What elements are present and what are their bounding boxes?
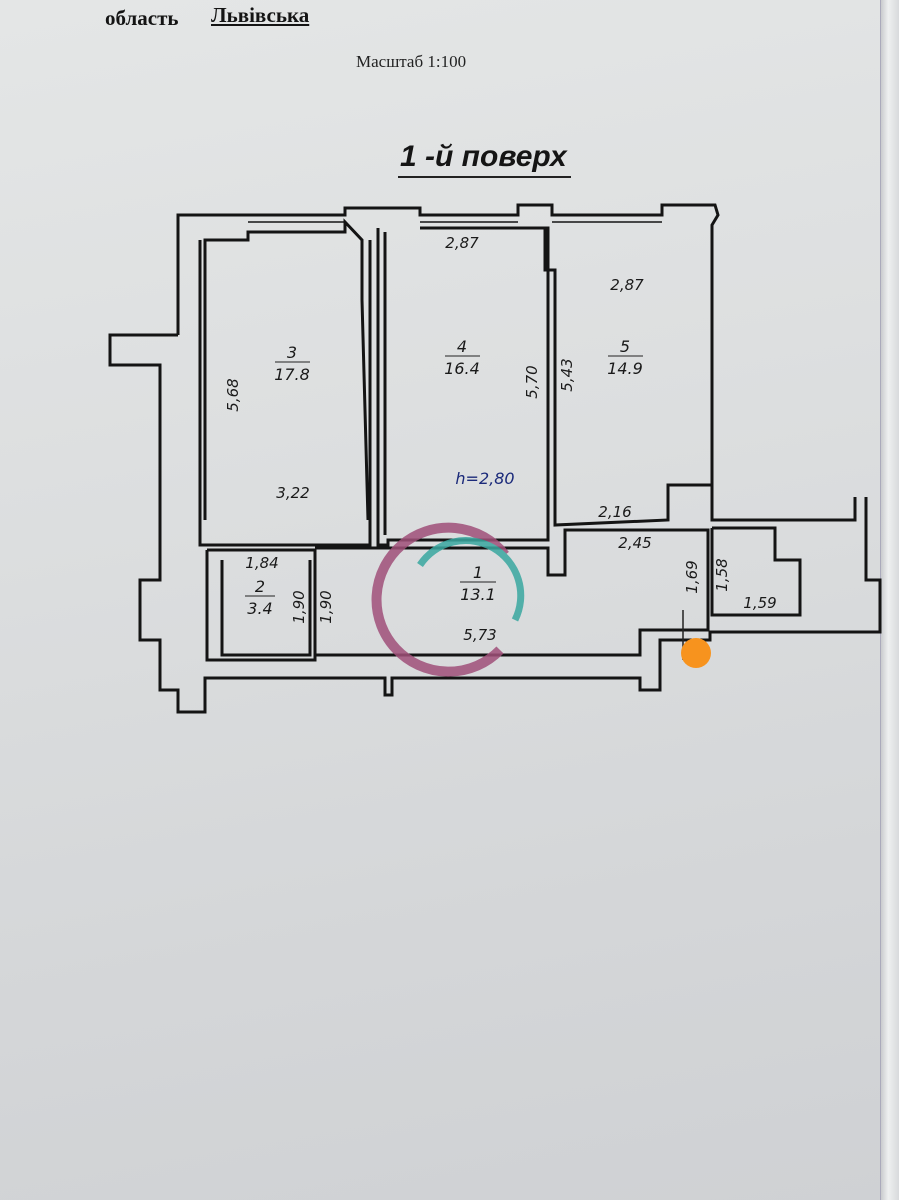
svg-text:16.4: 16.4 xyxy=(444,359,480,378)
svg-text:14.9: 14.9 xyxy=(607,359,643,378)
dim-r2-width: 1,84 xyxy=(245,554,278,572)
svg-text:2: 2 xyxy=(255,577,265,596)
dim-hall-width: 2,45 xyxy=(618,534,651,552)
room-1-label: 1 13.1 xyxy=(460,563,496,604)
svg-text:13.1: 13.1 xyxy=(460,585,496,604)
floor-title: 1 -й поверх xyxy=(398,140,571,178)
dim-r2-height-a: 1,90 xyxy=(290,590,308,623)
dim-r2-height-b: 1,90 xyxy=(317,590,335,623)
region-value: Львівська xyxy=(211,3,310,27)
dim-r5-width: 2,87 xyxy=(610,276,644,294)
dim-r4-width: 2,87 xyxy=(445,234,479,252)
svg-text:4: 4 xyxy=(457,337,467,356)
room-3-label: 3 17.8 xyxy=(274,343,310,384)
walls xyxy=(108,203,882,714)
dim-bath-width: 1,59 xyxy=(743,594,776,612)
watermark-logo xyxy=(371,522,525,677)
ceiling-height: h=2,80 xyxy=(455,469,514,488)
dim-bath-height: 1,58 xyxy=(713,558,731,591)
dim-r5-height: 5,43 xyxy=(558,358,576,391)
dim-r5-bottom: 2,16 xyxy=(598,503,631,521)
svg-text:17.8: 17.8 xyxy=(274,365,310,384)
svg-text:3: 3 xyxy=(287,343,297,362)
svg-text:5: 5 xyxy=(620,337,630,356)
dim-r3-width: 3,22 xyxy=(276,484,309,502)
svg-text:3.4: 3.4 xyxy=(247,599,272,618)
location-marker xyxy=(681,638,711,668)
scale-label: Масштаб 1:100 xyxy=(356,52,467,71)
dim-r4-height: 5,70 xyxy=(523,365,541,398)
room-2-label: 2 3.4 xyxy=(245,577,275,618)
dim-hall-height: 1,69 xyxy=(683,560,701,593)
dim-r1-length: 5,73 xyxy=(463,626,496,644)
svg-text:1: 1 xyxy=(473,563,483,582)
region-label: область xyxy=(105,6,179,30)
dim-r3-height: 5,68 xyxy=(224,378,242,411)
room-5-label: 5 14.9 xyxy=(607,337,643,378)
room-4-label: 4 16.4 xyxy=(444,337,480,378)
